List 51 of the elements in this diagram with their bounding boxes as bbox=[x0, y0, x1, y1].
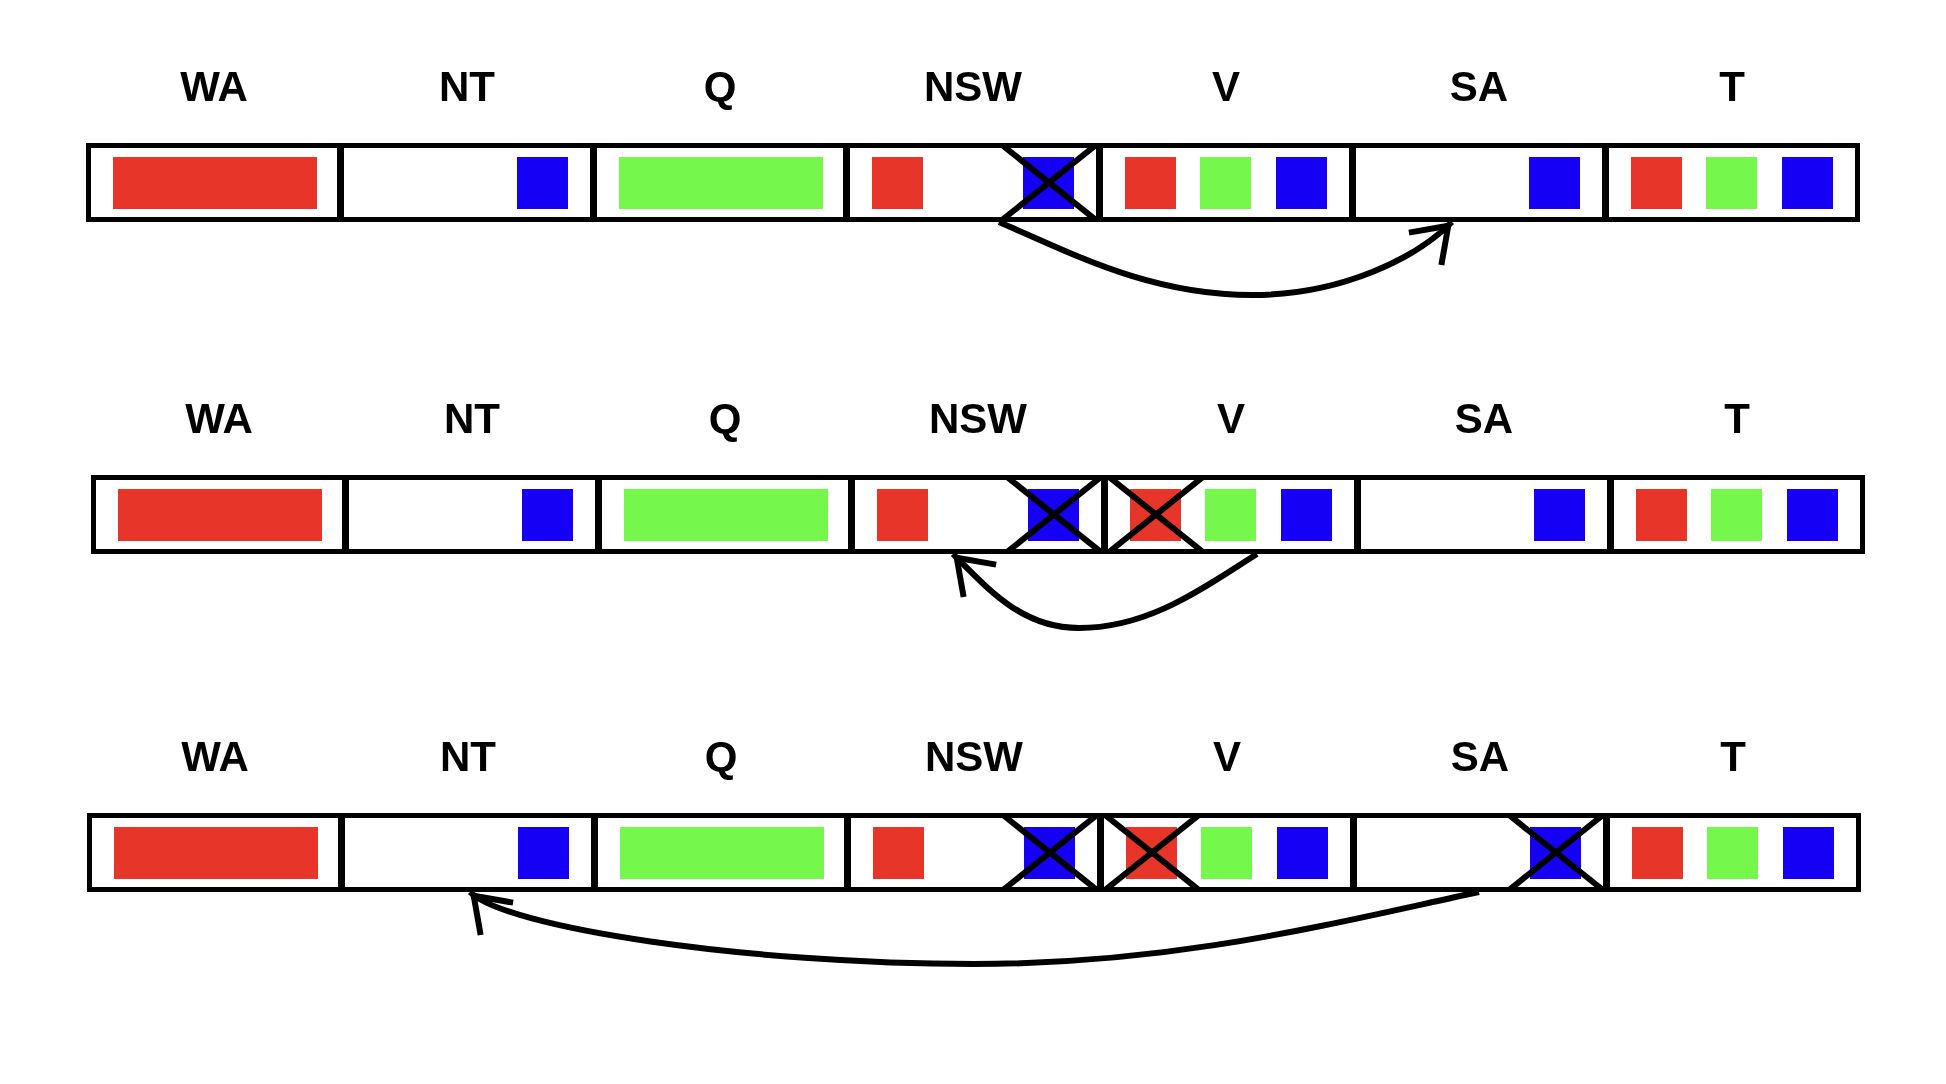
variable-label: V bbox=[1213, 733, 1241, 781]
variable-label: WA bbox=[185, 395, 253, 443]
value-swatch-icon bbox=[1636, 489, 1687, 541]
value-swatch-icon bbox=[1277, 827, 1328, 879]
value-swatch-icon bbox=[1632, 827, 1683, 879]
value-bar-icon bbox=[620, 827, 824, 879]
value-bar-icon bbox=[118, 489, 322, 541]
value-swatch-icon bbox=[522, 489, 573, 541]
variable-label: SA bbox=[1449, 63, 1509, 111]
variable-label: NSW bbox=[929, 395, 1027, 443]
variable-label: NSW bbox=[924, 63, 1022, 111]
value-swatch-icon bbox=[1200, 157, 1251, 209]
variable-label: NT bbox=[444, 395, 500, 443]
variable-label: T bbox=[1724, 395, 1750, 443]
value-swatch-icon bbox=[1782, 157, 1833, 209]
variable-label: Q bbox=[708, 395, 742, 443]
value-swatch-icon bbox=[1281, 489, 1332, 541]
value-swatch-icon bbox=[1205, 489, 1256, 541]
value-swatch-icon bbox=[872, 157, 923, 209]
variable-label: SA bbox=[1454, 395, 1514, 443]
value-swatch-icon bbox=[1787, 489, 1838, 541]
variable-label: SA bbox=[1450, 733, 1510, 781]
value-swatch-icon bbox=[1711, 489, 1762, 541]
value-bar-icon bbox=[619, 157, 823, 209]
value-swatch-icon bbox=[1276, 157, 1327, 209]
variable-label: V bbox=[1212, 63, 1240, 111]
variable-label: Q bbox=[703, 63, 737, 111]
value-swatch-icon bbox=[1783, 827, 1834, 879]
value-swatch-icon bbox=[873, 827, 924, 879]
variable-label: WA bbox=[181, 733, 249, 781]
variable-label: WA bbox=[180, 63, 248, 111]
value-swatch-icon bbox=[517, 157, 568, 209]
variable-label: V bbox=[1217, 395, 1245, 443]
value-swatch-icon bbox=[1707, 827, 1758, 879]
value-bar-icon bbox=[624, 489, 828, 541]
value-swatch-icon bbox=[877, 489, 928, 541]
variable-label: NT bbox=[440, 733, 496, 781]
value-bar-icon bbox=[114, 827, 318, 879]
variable-label: Q bbox=[704, 733, 738, 781]
variable-label: T bbox=[1720, 733, 1746, 781]
variable-label: NSW bbox=[925, 733, 1023, 781]
variable-label: NT bbox=[439, 63, 495, 111]
value-bar-icon bbox=[113, 157, 317, 209]
value-swatch-icon bbox=[1534, 489, 1585, 541]
value-swatch-icon bbox=[1706, 157, 1757, 209]
value-swatch-icon bbox=[1631, 157, 1682, 209]
value-swatch-icon bbox=[1529, 157, 1580, 209]
value-swatch-icon bbox=[1201, 827, 1252, 879]
value-swatch-icon bbox=[1125, 157, 1176, 209]
value-swatch-icon bbox=[518, 827, 569, 879]
variable-label: T bbox=[1719, 63, 1745, 111]
